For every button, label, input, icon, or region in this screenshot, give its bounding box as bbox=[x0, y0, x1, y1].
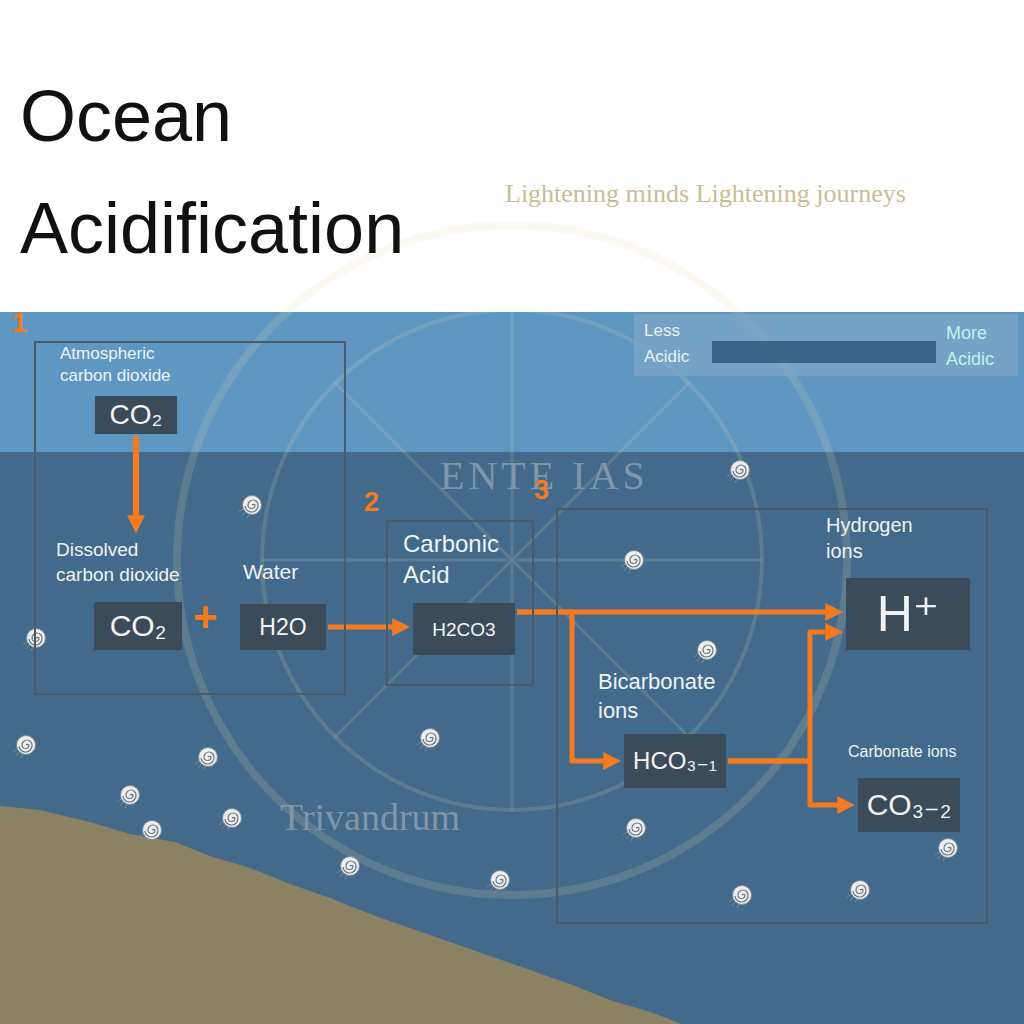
node-heading: Hydrogen ions bbox=[826, 512, 936, 564]
molecule-node: H2CO3 bbox=[413, 603, 515, 655]
node-heading: Atmospheric carbon dioxide bbox=[60, 343, 190, 387]
molecule-node: Atmospheric carbon dioxideCO₂ bbox=[60, 343, 220, 437]
stage-box: H2CO32Carbonic Acid bbox=[386, 520, 534, 686]
reaction-arrow bbox=[728, 761, 839, 805]
node-heading: Water bbox=[243, 558, 327, 585]
chemical-formula: H2CO3 bbox=[432, 620, 495, 639]
plus-sign: + bbox=[193, 596, 233, 638]
callout-number: 3 bbox=[534, 477, 549, 504]
ion-node: Hydrogen ionsH⁺ bbox=[826, 512, 972, 652]
reaction-arrow bbox=[728, 632, 827, 761]
chemical-formula: HCO₃₋₁ bbox=[633, 749, 717, 773]
stage-box: Atmospheric carbon dioxideCO₂Dissolved c… bbox=[34, 341, 346, 695]
formula-chip: H2CO3 bbox=[413, 603, 515, 655]
molecule-node: Dissolved carbon dioxideCO₂ bbox=[56, 538, 236, 652]
chemical-formula: CO₃₋₂ bbox=[867, 790, 952, 820]
sky bbox=[0, 0, 1024, 312]
callout-number: 2 bbox=[364, 489, 379, 516]
formula-chip: H⁺ bbox=[846, 578, 970, 650]
ion-node: Carbonate ionsCO₃₋₂ bbox=[848, 742, 974, 834]
formula-chip: HCO₃₋₁ bbox=[624, 734, 726, 788]
formula-chip: CO₃₋₂ bbox=[858, 778, 960, 832]
callout-number: 1 bbox=[12, 310, 27, 337]
ion-node: Bicarbonate ionsHCO₃₋₁ bbox=[598, 668, 738, 790]
chemical-formula: H⁺ bbox=[877, 589, 940, 639]
molecule-node: WaterH2O bbox=[240, 558, 330, 650]
reaction-arrow bbox=[517, 612, 605, 761]
seabed bbox=[0, 806, 682, 1024]
diagram-title: Ocean Acidification bbox=[20, 60, 520, 284]
scale-end-label: Less Acidic bbox=[644, 318, 708, 369]
formula-chip: CO₂ bbox=[95, 396, 177, 434]
chemical-formula: H2O bbox=[259, 616, 306, 639]
watermark-text: Lightening minds Lightening journeys bbox=[505, 178, 1005, 209]
chemical-formula: CO₂ bbox=[110, 611, 167, 641]
watermark-text: ENTE IAS bbox=[440, 452, 720, 500]
watermark-text: Trivandrum bbox=[280, 795, 520, 841]
stage-box: Hydrogen ionsH⁺ Bicarbonate ionsHCO₃₋₁ Car… bbox=[556, 508, 988, 924]
formula-chip: CO₂ bbox=[94, 602, 182, 650]
node-heading: Carbonic Acid bbox=[403, 528, 523, 590]
acidity-scale-panel bbox=[634, 314, 1018, 376]
formula-chip: H2O bbox=[240, 604, 326, 650]
node-heading: Carbonate ions bbox=[848, 742, 974, 763]
shell-icons bbox=[13, 461, 958, 909]
chemical-formula: CO₂ bbox=[110, 401, 163, 429]
acidity-scale-bar bbox=[712, 341, 936, 363]
reaction-arrow bbox=[328, 625, 394, 630]
node-heading: Bicarbonate ions bbox=[598, 668, 738, 725]
scale-end-label: More Acidic bbox=[946, 320, 1016, 372]
reaction-arrow bbox=[133, 436, 139, 517]
node-heading: Dissolved carbon dioxide bbox=[56, 538, 201, 587]
